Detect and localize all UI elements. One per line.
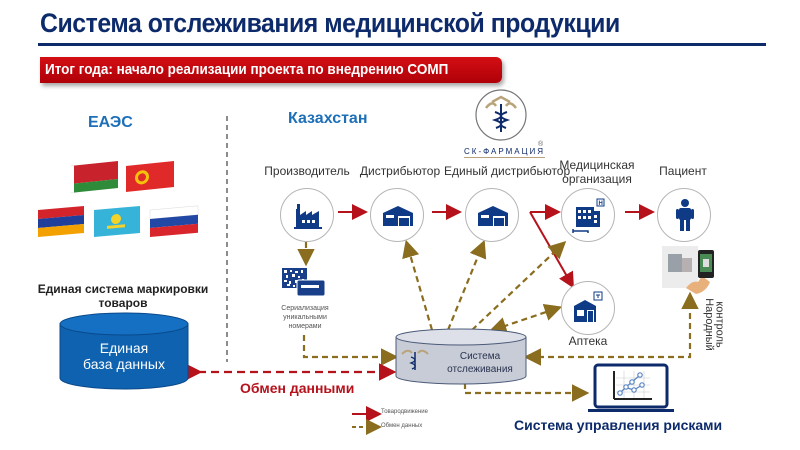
sk-pharmacy-logo-icon [475, 89, 527, 141]
data-tracking-risk [463, 383, 590, 402]
public-control-label: Народный контроль [694, 298, 734, 352]
result-banner: Итог года: начало реализации проекта по … [40, 57, 502, 83]
risk-system-label: Система управления рисками [514, 417, 723, 433]
pharmacy-icon [574, 291, 603, 322]
data-serial-tracking [302, 335, 399, 366]
manufacturer-node[interactable] [280, 188, 334, 242]
data-public-control [523, 291, 699, 366]
risk-chart-monitor-icon [588, 363, 674, 412]
single-distributor-label: Единый дистрибьютор [444, 164, 571, 178]
svg-text:H: H [599, 201, 603, 207]
eaeu-title: ЕАЭС [88, 114, 133, 131]
single-distributor-node[interactable] [465, 188, 519, 242]
belarus-flag [70, 160, 118, 193]
legend-data-label: Обмен данных [381, 423, 423, 429]
public-control-text-2: контроль [713, 301, 726, 347]
data-tracking-pharmacy [488, 303, 563, 335]
title-underline [38, 43, 766, 46]
armenia-flag [38, 205, 84, 237]
data-tracking-single [446, 239, 487, 331]
marking-system-title: Единая система маркировки товаров [28, 282, 218, 310]
hospital-icon: H [572, 198, 605, 233]
tracking-system-label: Система отслеживания [440, 350, 520, 376]
medical-organization-node[interactable]: H [561, 188, 615, 242]
medical-org-label-line2: организация [562, 172, 632, 186]
phone-scan-icon [662, 246, 714, 294]
serialization-label: Сериализация уникальными номерами [270, 304, 340, 331]
serialization-label-line3: номерами [288, 323, 322, 330]
warehouse-icon [383, 206, 413, 226]
medical-org-label-line1: Медицинская [559, 158, 635, 172]
factory-icon [294, 204, 322, 229]
database-label: Единая база данных [58, 340, 190, 372]
registered-mark: ® [538, 141, 544, 148]
page-title: Система отслеживания медицинской продукц… [40, 8, 620, 38]
tracking-system-database[interactable] [394, 328, 528, 386]
serialization-label-line1: Сериализация [281, 305, 329, 312]
patient-label: Пациент [659, 164, 707, 178]
kazakhstan-flag [94, 205, 140, 237]
manufacturer-label: Производитель [264, 164, 350, 178]
eaeu-flags [38, 160, 199, 237]
marking-system-title-line1: Единая система маркировки [37, 282, 209, 296]
pharmacy-node[interactable] [561, 281, 615, 335]
kyrgyzstan-flag [126, 160, 174, 192]
distributor-label: Дистрибьютор [359, 164, 441, 178]
medical-org-label: Медицинская организация [552, 158, 642, 186]
exchange-label: Обмен данными [240, 380, 355, 396]
datamatrix-card-icon [282, 268, 326, 297]
legend-goods-label: Товародвижение [381, 409, 428, 415]
russia-flag [149, 205, 199, 237]
tracking-logo-icon [401, 349, 429, 370]
distributor-node[interactable] [370, 188, 424, 242]
tracking-system-label-line2: отслеживания [447, 364, 513, 375]
marking-system-title-line2: товаров [98, 296, 148, 310]
pharmacy-label: Аптека [568, 334, 608, 348]
data-tracking-distributor [402, 239, 434, 331]
banner-text: Итог года: начало реализации проекта по … [45, 61, 449, 78]
data-tracking-medorg [471, 240, 567, 331]
single-database [59, 312, 189, 390]
database-label-line1: Единая [99, 340, 149, 356]
person-icon [676, 199, 694, 231]
public-control-line2: контроль [713, 301, 726, 348]
sk-pharmacy-logo-text: СК-ФАРМАЦИЯ [464, 147, 546, 158]
database-label-line2: база данных [83, 356, 165, 372]
tracking-system-label-line1: Система [459, 351, 501, 362]
patient-node[interactable] [657, 188, 711, 242]
warehouse-icon [478, 206, 508, 226]
serialization-label-line2: уникальными [283, 314, 327, 321]
kazakhstan-title: Казахстан [288, 110, 368, 127]
